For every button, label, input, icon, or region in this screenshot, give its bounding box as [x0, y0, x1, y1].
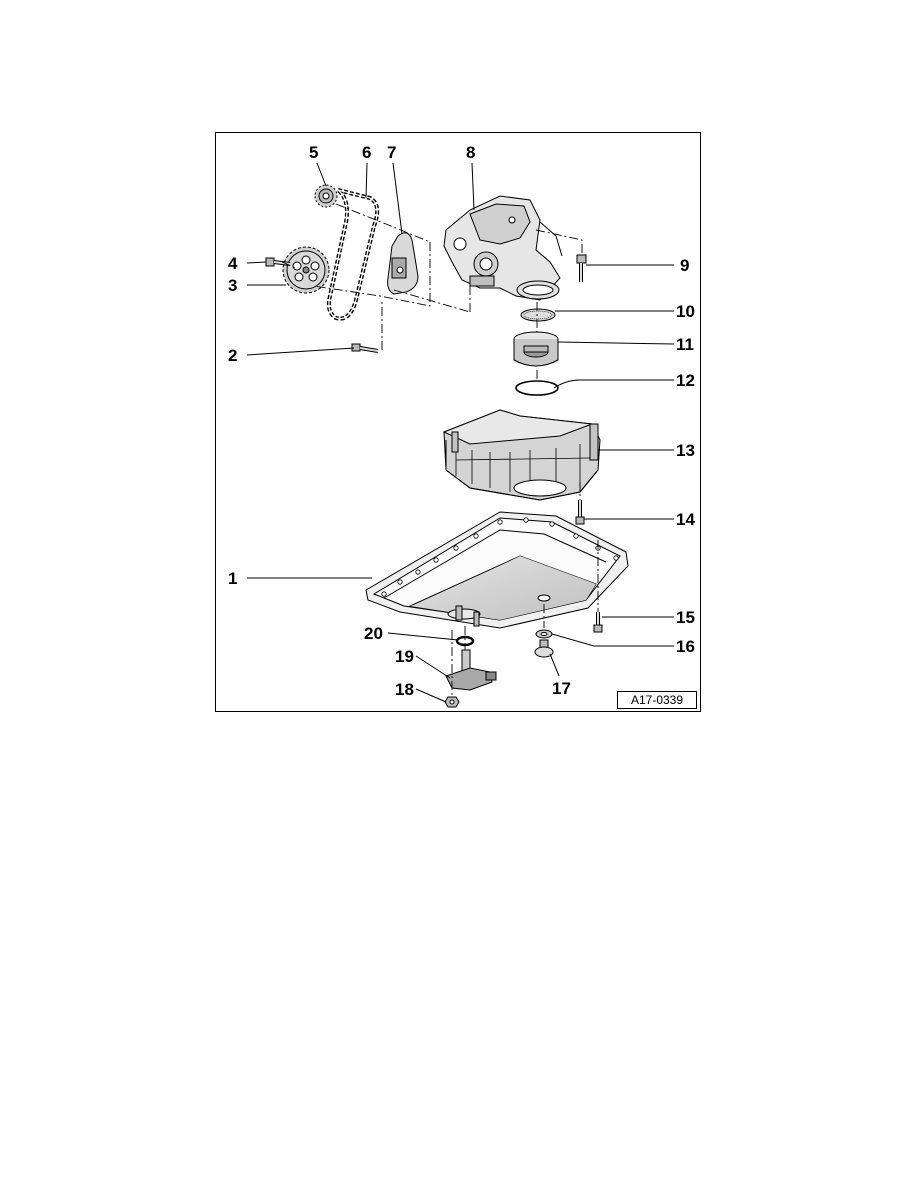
callout-12: 12 [676, 371, 695, 390]
leader-16 [551, 633, 674, 647]
callout-16: 16 [676, 637, 695, 656]
callout-15: 15 [676, 608, 695, 627]
callout-5: 5 [309, 143, 318, 162]
part-19-oil-level-sensor [445, 649, 497, 691]
leader-lines [246, 162, 675, 703]
callout-10: 10 [676, 302, 695, 321]
part-7-chain-tensioner [387, 232, 419, 295]
part-18-nut [444, 696, 460, 708]
callout-18: 18 [395, 680, 414, 699]
part-14-bolt [575, 500, 585, 525]
leader-6 [365, 162, 368, 199]
callout-14: 14 [676, 510, 695, 529]
callout-labels: 1 2 3 4 5 6 7 8 9 10 11 12 13 14 15 16 1… [228, 143, 695, 699]
part-16-seal-washer [535, 629, 553, 639]
callout-6: 6 [362, 143, 371, 162]
callout-7: 7 [387, 143, 396, 162]
part-13-baffle-plate [442, 409, 601, 501]
callout-1: 1 [228, 569, 237, 588]
callout-19: 19 [395, 647, 414, 666]
assembly-axis-lines [281, 203, 599, 696]
leader-7 [392, 162, 403, 235]
leader-17 [549, 653, 560, 677]
callout-11: 11 [676, 335, 694, 354]
part-3-large-sprocket [282, 246, 330, 294]
leader-4 [246, 261, 267, 264]
callout-3: 3 [228, 276, 237, 295]
part-11-oil-pickup [513, 331, 559, 367]
part-15-bolt [593, 612, 603, 633]
leader-2 [246, 347, 355, 356]
callout-17: 17 [552, 679, 571, 698]
part-1-oil-pan [365, 511, 629, 629]
leader-19 [415, 655, 451, 679]
callout-9: 9 [680, 256, 689, 275]
figure-code-label: A17-0339 [617, 691, 697, 709]
leader-20 [387, 632, 459, 641]
part-5-small-sprocket [314, 184, 338, 208]
part-8-oil-pump [443, 195, 563, 301]
callout-8: 8 [466, 143, 475, 162]
part-6-chain [326, 188, 380, 321]
part-12-o-ring [515, 380, 559, 396]
part-9-bolt [576, 254, 587, 282]
part-10-strainer [520, 308, 556, 322]
callout-13: 13 [676, 441, 695, 460]
part-2-bolt [351, 343, 379, 353]
leader-5 [316, 162, 327, 187]
leader-8 [471, 162, 475, 211]
leader-12 [553, 379, 674, 389]
part-17-drain-plug [534, 639, 554, 658]
leader-18 [415, 688, 447, 703]
callout-20: 20 [364, 624, 383, 643]
callout-4: 4 [228, 254, 238, 273]
callout-2: 2 [228, 346, 237, 365]
leader-11 [557, 341, 675, 345]
